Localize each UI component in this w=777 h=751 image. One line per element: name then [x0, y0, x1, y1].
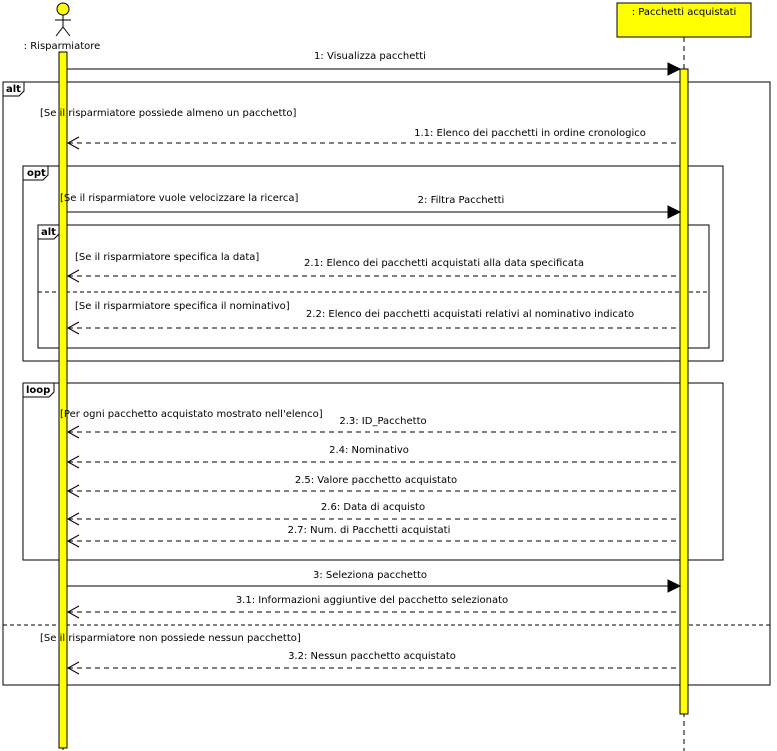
guard-nessun-pacchetto: [Se il risparmiatore non possiede nessun… — [40, 633, 301, 644]
message-label: 3.1: Informazioni aggiuntive del pacchet… — [236, 595, 508, 606]
message-2-2[interactable]: 2.2: Elenco dei pacchetti acquistati rel… — [66, 309, 680, 335]
fragment-alt-outer: alt — [2, 81, 771, 686]
fragment-alt-inner: alt — [37, 224, 710, 349]
filled-arrowhead-icon — [667, 579, 682, 593]
message-1-1[interactable]: 1.1: Elenco dei pacchetti in ordine cron… — [66, 128, 680, 150]
fragment-tab — [22, 165, 49, 181]
open-arrowhead-icon — [66, 512, 80, 526]
fragment-opt: opt — [22, 165, 724, 362]
open-arrowhead-icon — [66, 455, 80, 469]
actor-left-leg-icon — [55, 26, 64, 37]
fragment-loop: loop — [22, 382, 724, 561]
open-arrowhead-icon — [66, 661, 80, 675]
fragment-tab — [22, 382, 55, 398]
open-arrowhead-icon — [66, 136, 80, 150]
message-2-3[interactable]: 2.3: ID_Pacchetto — [66, 416, 680, 439]
filled-arrowhead-icon — [667, 62, 682, 76]
message-3-2[interactable]: 3.2: Nessun pacchetto acquistato — [66, 651, 680, 675]
message-label: 2.3: ID_Pacchetto — [339, 416, 426, 427]
message-2-1[interactable]: 2.1: Elenco dei pacchetti acquistati all… — [66, 258, 680, 283]
message-label: 2.7: Num. di Pacchetti acquistati — [288, 525, 451, 536]
filled-arrowhead-icon — [667, 205, 682, 219]
message-2-4[interactable]: 2.4: Nominativo — [66, 445, 680, 469]
participant-label: : Pacchetti acquistati — [632, 7, 737, 18]
message-label: 3.2: Nessun pacchetto acquistato — [288, 651, 456, 662]
open-arrowhead-icon — [66, 534, 80, 548]
open-arrowhead-icon — [66, 321, 80, 335]
message-label: 2.5: Valore pacchetto acquistato — [295, 475, 457, 486]
fragment-operator: alt — [41, 227, 56, 238]
message-2-6[interactable]: 2.6: Data di acquisto — [66, 502, 680, 526]
fragment-frame — [2, 81, 771, 686]
message-3[interactable]: 3: Seleziona pacchetto — [67, 570, 682, 593]
fragment-frame — [22, 382, 724, 561]
fragment-operator: alt — [6, 84, 21, 95]
actor-right-leg-icon — [62, 26, 71, 37]
message-label: 3: Seleziona pacchetto — [313, 570, 427, 581]
message-label: 1: Visualizza pacchetti — [314, 51, 426, 62]
guard-specifica-data: [Se il risparmiatore specifica la data] — [75, 252, 259, 263]
fragment-frame — [37, 224, 710, 349]
guard-per-ogni-pacchetto: [Per ogni pacchetto acquistato mostrato … — [60, 409, 323, 420]
fragment-operator: opt — [27, 168, 46, 179]
actor-risparmiatore[interactable]: : Risparmiatore — [24, 2, 101, 52]
participant-activation-bar — [679, 68, 689, 715]
participant-pacchetti-acquistati[interactable]: : Pacchetti acquistati — [616, 2, 752, 38]
message-2[interactable]: 2: Filtra Pacchetti — [67, 195, 682, 219]
message-label: 2.4: Nominativo — [329, 445, 409, 456]
fragment-tab — [37, 224, 60, 240]
fragment-frame — [22, 165, 724, 362]
participant-box — [616, 2, 752, 38]
message-3-1[interactable]: 3.1: Informazioni aggiuntive del pacchet… — [66, 595, 680, 619]
open-arrowhead-icon — [66, 484, 80, 498]
message-2-7[interactable]: 2.7: Num. di Pacchetti acquistati — [66, 525, 680, 548]
message-label: 2.2: Elenco dei pacchetti acquistati rel… — [306, 309, 634, 320]
message-label: 1.1: Elenco dei pacchetti in ordine cron… — [414, 128, 646, 139]
guard-specifica-nominativo: [Se il risparmiatore specifica il nomina… — [75, 301, 290, 312]
fragment-tab — [2, 81, 25, 97]
actor-head-icon — [56, 2, 70, 16]
open-arrowhead-icon — [66, 605, 80, 619]
message-2-5[interactable]: 2.5: Valore pacchetto acquistato — [66, 475, 680, 498]
message-label: 2.6: Data di acquisto — [321, 502, 425, 513]
message-1[interactable]: 1: Visualizza pacchetti — [67, 51, 682, 76]
actor-label: : Risparmiatore — [24, 41, 101, 52]
actor-activation-bar — [58, 51, 68, 749]
message-label: 2.1: Elenco dei pacchetti acquistati all… — [304, 258, 584, 269]
guard-possiede-pacchetto: [Se il risparmiatore possiede almeno un … — [40, 108, 296, 119]
message-label: 2: Filtra Pacchetti — [418, 195, 505, 206]
open-arrowhead-icon — [66, 425, 80, 439]
open-arrowhead-icon — [66, 269, 80, 283]
guard-velocizzare-ricerca: [Se il risparmiatore vuole velocizzare l… — [60, 193, 298, 204]
fragment-operator: loop — [26, 385, 50, 396]
